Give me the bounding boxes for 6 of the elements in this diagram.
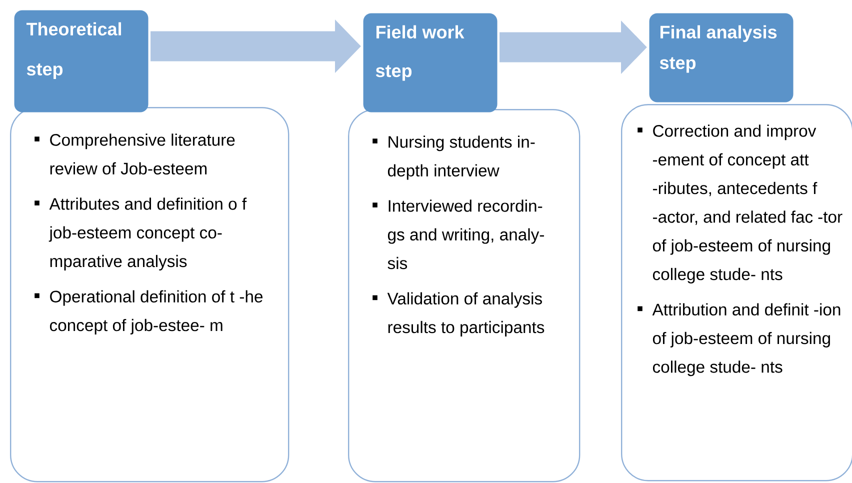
step-header: Field work step bbox=[363, 13, 498, 112]
step-header: Final analysis step bbox=[649, 13, 794, 102]
bullet-list-box: Nursing students in- depth interview Interviewed recordin- gs and writing, analy- sis Validation of analysis results to participants bbox=[348, 109, 580, 482]
step-header: Theoretical step bbox=[14, 10, 148, 112]
bullet-list-box: Comprehensive literature review of Job-esteem Attributes and definition o f job-esteem concept co- mparative analysis Operational definition of t -he concept of job-estee- m bbox=[10, 107, 290, 482]
bullet-list-box: Correction and improv -ement of concept att -ributes, antecedents f -actor, and related fac -tor of job-esteem of nursing college stude- nts Attribution and definit -ion of job-esteem of nursing college stude- nts bbox=[621, 104, 852, 482]
